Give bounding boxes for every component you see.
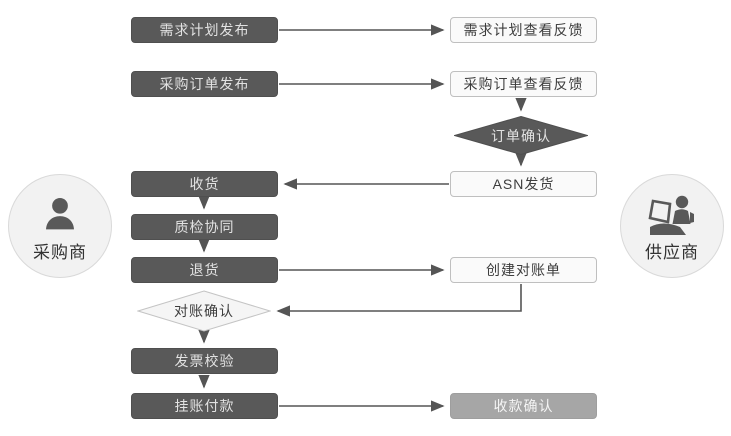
- actor-supplier: 供应商: [620, 174, 724, 278]
- node-return-goods: 退货: [131, 257, 278, 283]
- node-payment-on-account: 挂账付款: [131, 393, 278, 419]
- actor-buyer: 采购商: [8, 174, 112, 278]
- node-recon-confirm-decision: 对账确认: [137, 290, 271, 332]
- diamond-shape: [137, 290, 271, 332]
- node-invoice-check: 发票校验: [131, 348, 278, 374]
- node-asn-ship: ASN发货: [450, 171, 597, 197]
- node-demand-plan-feedback: 需求计划查看反馈: [450, 17, 597, 43]
- actor-supplier-label: 供应商: [645, 242, 699, 262]
- node-receive-goods: 收货: [131, 171, 278, 197]
- node-order-confirm-decision: 订单确认: [454, 116, 588, 155]
- node-receipt-confirm: 收款确认: [450, 393, 597, 419]
- decision-label: 订单确认: [491, 127, 551, 144]
- node-create-statement: 创建对账单: [450, 257, 597, 283]
- node-quality-collab: 质检协同: [131, 214, 278, 240]
- decision-label: 对账确认: [174, 303, 234, 319]
- diamond-shape: [454, 116, 588, 155]
- actor-buyer-label: 采购商: [33, 242, 87, 262]
- person-icon: [46, 197, 74, 229]
- node-po-publish: 采购订单发布: [131, 71, 278, 97]
- node-po-feedback: 采购订单查看反馈: [450, 71, 597, 97]
- node-demand-plan-publish: 需求计划发布: [131, 17, 278, 43]
- person-laptop-icon: [648, 195, 694, 235]
